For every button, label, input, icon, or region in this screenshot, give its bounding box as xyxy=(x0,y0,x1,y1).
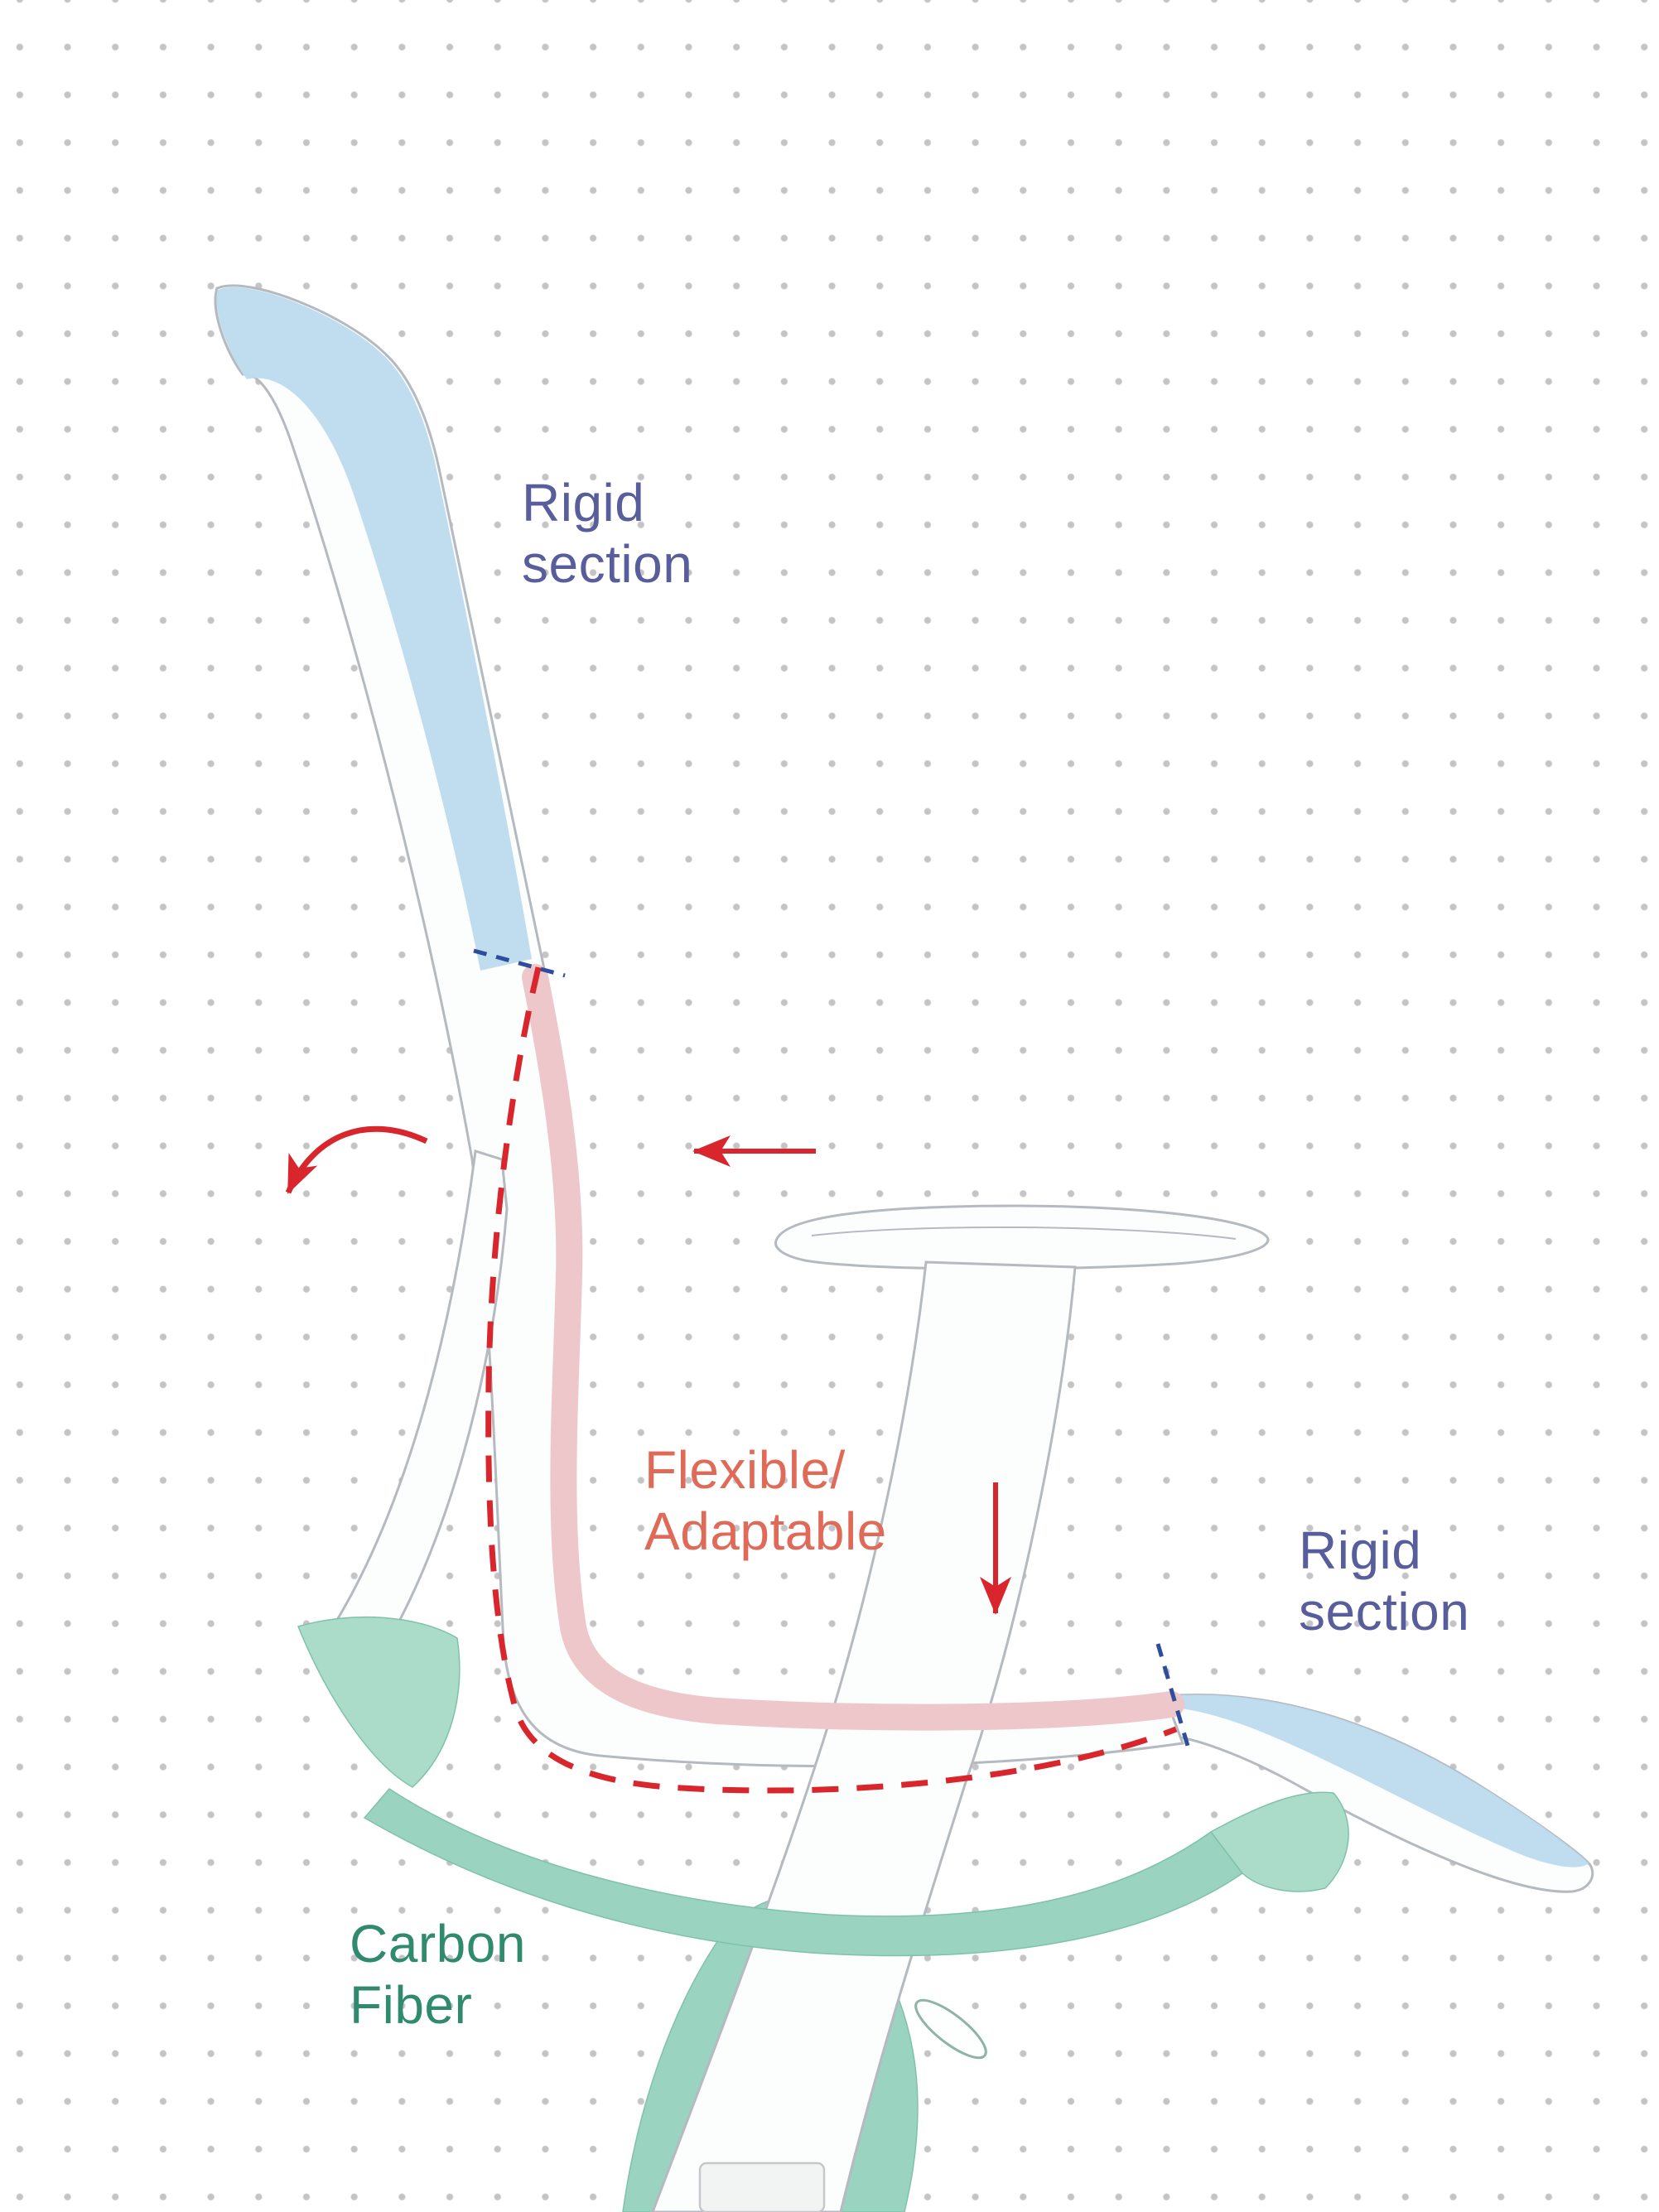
label-rigid-section-top: Rigid section xyxy=(522,473,693,595)
arrow-rotate-icon xyxy=(285,1125,428,1194)
armrest-pad xyxy=(774,1204,1270,1270)
label-rigid-section-right: Rigid section xyxy=(1299,1520,1470,1642)
chair-back-strut xyxy=(319,1149,509,1680)
rigid-section-tail-shading xyxy=(1166,1694,1589,1867)
rigid-flex-boundary-right xyxy=(1155,1643,1192,1752)
armrest-stem-front-leg xyxy=(651,1260,1077,2212)
base-handle-slot xyxy=(914,1998,987,2060)
rigid-section-upper-shading xyxy=(216,287,532,971)
label-carbon-fiber: Carbon Fiber xyxy=(350,1914,526,2036)
label-flexible-adaptable: Flexible/ Adaptable xyxy=(644,1440,887,1562)
carbon-fiber-right-piece xyxy=(1209,1791,1349,1892)
carbon-fiber-rear-foot xyxy=(297,1616,461,1788)
flexible-section-ribbon xyxy=(522,964,1184,1731)
armrest-pad-highlight xyxy=(811,1226,1237,1240)
base-column xyxy=(698,2161,826,2212)
rigid-flex-boundary-top xyxy=(473,948,566,978)
flexible-section-dashed-outline xyxy=(485,966,1178,1794)
